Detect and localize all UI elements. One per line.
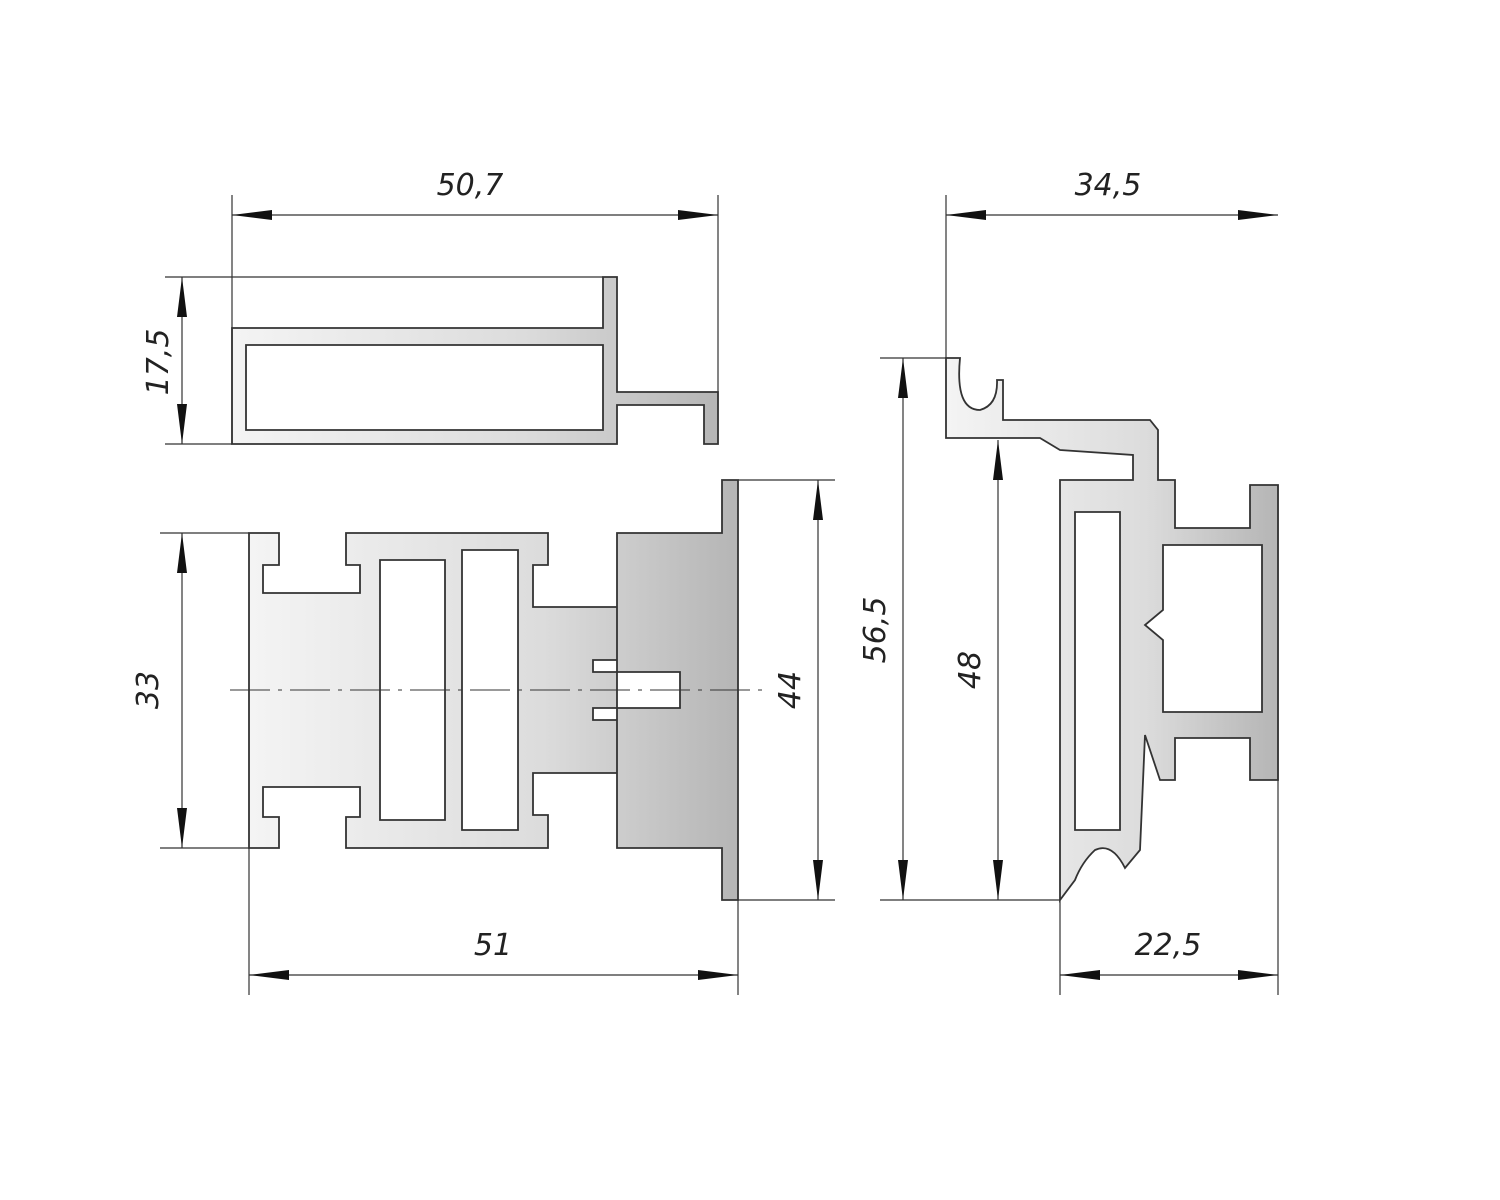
top-profile <box>231 276 719 445</box>
middle-profile <box>230 479 770 901</box>
dim-48: 48 <box>953 651 988 689</box>
right-profile-dimensions: 34,5 56,5 48 22,5 <box>858 168 1279 995</box>
dim-34-5: 34,5 <box>1075 168 1142 203</box>
dim-44: 44 <box>773 671 808 709</box>
dim-56-5: 56,5 <box>858 597 893 664</box>
dim-33: 33 <box>131 671 166 709</box>
middle-profile-dimensions: 33 44 51 <box>131 479 835 995</box>
right-profile <box>945 357 1279 903</box>
dim-51: 51 <box>474 928 512 963</box>
dim-17-5: 17,5 <box>141 329 176 396</box>
dim-22-5: 22,5 <box>1135 928 1202 963</box>
dim-50-7: 50,7 <box>437 168 504 203</box>
top-profile-dimensions: 50,7 17,5 <box>141 168 719 445</box>
